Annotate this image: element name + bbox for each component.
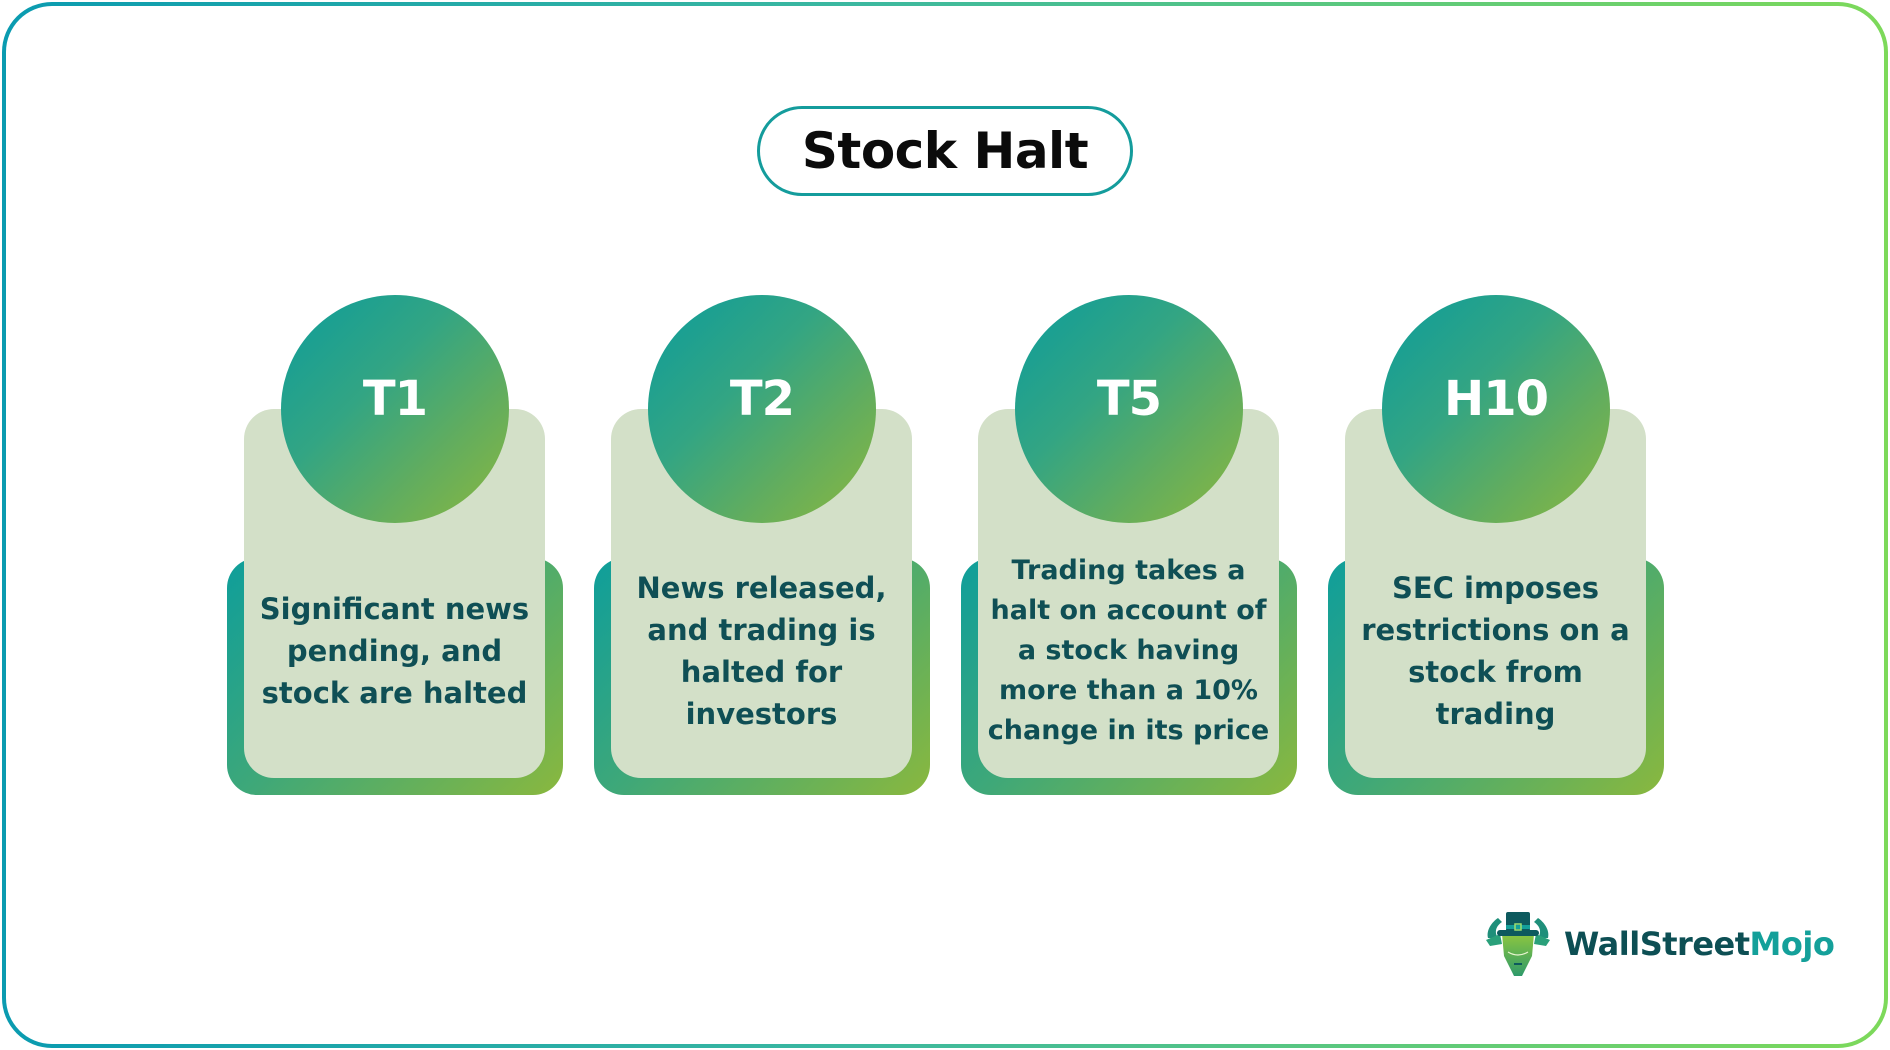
- halt-code: T5: [1096, 371, 1162, 427]
- halt-description: Trading takes a halt on account of a sto…: [987, 554, 1270, 746]
- halt-code: H10: [1444, 371, 1549, 427]
- code-circle: T1: [281, 295, 509, 523]
- code-circle: T2: [648, 295, 876, 523]
- brand-logo: WallStreetMojo: [1482, 908, 1835, 980]
- halt-code: T1: [362, 371, 428, 427]
- logo-wordmark: WallStreetMojo: [1564, 925, 1835, 963]
- code-circle: T5: [1015, 295, 1243, 523]
- bull-top-hat-icon: [1486, 912, 1550, 976]
- halt-description: Significant news pending, and stock are …: [259, 591, 530, 710]
- logo-text-secondary: Mojo: [1749, 925, 1835, 963]
- halt-code: T2: [729, 371, 795, 427]
- halt-card-h10: H10 SEC imposes restrictions on a stock …: [1328, 295, 1664, 795]
- logo-text-primary: WallStreet: [1564, 925, 1750, 963]
- halt-card-t5: T5 Trading takes a halt on account of a …: [961, 295, 1297, 795]
- halt-description: News released, and trading is halted for…: [636, 570, 887, 731]
- page-title: Stock Halt: [801, 122, 1089, 180]
- halt-card-t1: T1 Significant news pending, and stock a…: [227, 295, 563, 795]
- halt-card-t2: T2 News released, and trading is halted …: [594, 295, 930, 795]
- title-pill: Stock Halt: [757, 106, 1133, 196]
- halt-description: SEC imposes restrictions on a stock from…: [1361, 570, 1630, 731]
- code-circle: H10: [1382, 295, 1610, 523]
